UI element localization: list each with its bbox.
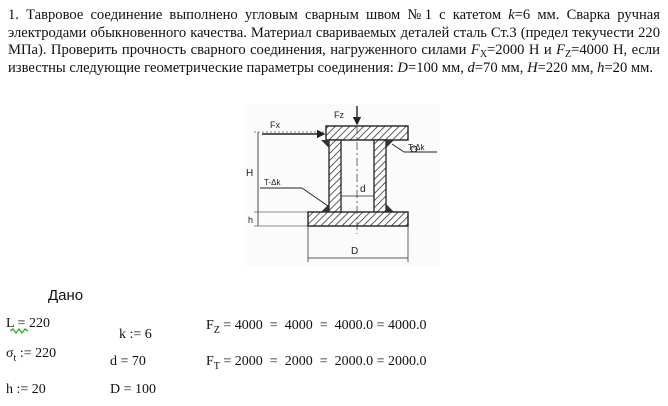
given-L-name: L — [6, 316, 15, 331]
given-sigma: σt := 220 — [6, 346, 57, 364]
squiggle-underline-icon — [10, 328, 28, 334]
weld-top-right — [386, 140, 394, 148]
H-label: H — [246, 168, 253, 179]
problem-text: =2000 Н и — [487, 42, 557, 59]
var-fx: F — [470, 42, 480, 59]
given-fz-value: = 4000 = 4000 = 4000.0 = 4000.0 — [219, 318, 427, 333]
given-fz: FZ = 4000 = 4000 = 4000.0 = 4000.0 — [206, 318, 427, 336]
weld-bottom-right — [386, 204, 394, 212]
base-plate — [307, 211, 409, 227]
tube-right-wall — [373, 139, 387, 215]
top-plate — [325, 125, 409, 141]
var-k: k — [508, 7, 515, 23]
given-fz-name: F — [206, 318, 214, 333]
given-D: D = 100 — [110, 382, 157, 397]
given-L-value: = 220 — [14, 316, 50, 331]
given-L: L = 220 — [6, 316, 50, 334]
var-fx-sub: X — [479, 49, 488, 61]
D-label: D — [351, 246, 358, 257]
weld-top-label: T-Δk — [408, 143, 425, 152]
given-h: h := 20 — [6, 382, 46, 397]
weld-left-label: T-Δk — [264, 178, 281, 187]
d-label: d — [360, 184, 366, 195]
weld-circle-icon — [410, 145, 418, 153]
given-fz-sub: Z — [213, 325, 220, 336]
problem-text: =70 мм, — [474, 59, 528, 76]
problem-text: =20 мм. — [604, 59, 654, 76]
problem-text: =100 мм, — [407, 59, 468, 76]
problem-text: =6 мм. Сварка ручная электродами обыкнов… — [8, 7, 660, 59]
weld-top-leader — [391, 143, 405, 153]
given-title: Дано — [48, 287, 84, 304]
problem-text: 1. Тавровое соединение выполнено угловым… — [8, 7, 509, 23]
var-D: D — [397, 59, 408, 76]
given-sigma-name: σ — [6, 346, 14, 361]
weld-top-left — [321, 140, 329, 148]
given-k: k := 6 — [119, 327, 152, 342]
given-ft-value: = 2000 = 2000 = 2000.0 = 2000.0 — [219, 354, 427, 369]
fx-label: Fx — [270, 120, 280, 130]
given-ft-name: F — [206, 354, 214, 369]
problem-statement: 1. Тавровое соединение выполнено угловым… — [8, 7, 660, 77]
var-H: H — [527, 59, 538, 76]
given-sigma-sub: t — [13, 353, 17, 364]
var-fz: F — [556, 42, 566, 59]
given-sigma-value: := 220 — [16, 346, 57, 361]
given-ft-sub: T — [213, 361, 220, 372]
weld-left-leader-diag — [301, 187, 329, 207]
given-ft: FT = 2000 = 2000 = 2000.0 = 2000.0 — [206, 354, 427, 372]
problem-text: =4000 Н, если известны следующие геометр… — [8, 42, 660, 76]
var-h: h — [597, 59, 605, 76]
var-fz-sub: Z — [565, 49, 572, 61]
fz-label: Fz — [334, 110, 344, 120]
given-d: d = 70 — [110, 354, 146, 369]
problem-text: =220 мм, — [537, 59, 598, 76]
weld-bottom-left — [321, 204, 329, 212]
h-label: h — [248, 215, 253, 225]
t-joint-drawing: Fz Fx T-Δk T-Δk d D H h — [244, 104, 440, 266]
var-d: d — [467, 59, 475, 76]
tube-left-wall — [328, 139, 342, 215]
